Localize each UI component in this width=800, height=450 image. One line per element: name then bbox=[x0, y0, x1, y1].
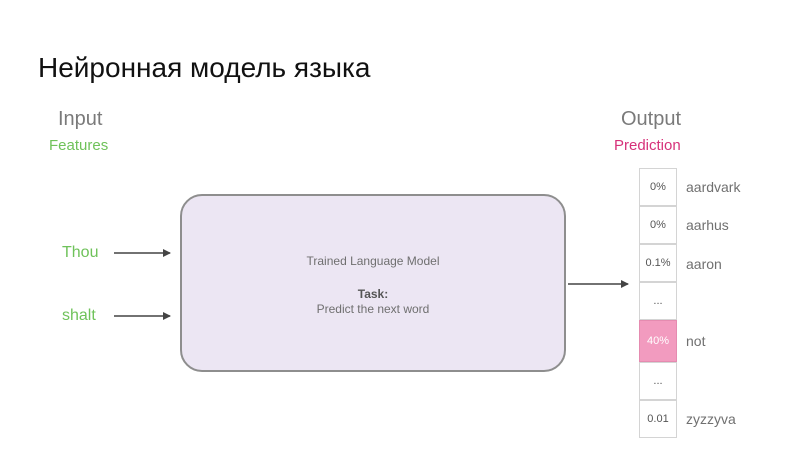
task-label: Task: bbox=[357, 287, 389, 301]
model-name: Trained Language Model bbox=[306, 254, 440, 268]
prob-cell-zyzzyva: 0.01 bbox=[639, 400, 677, 438]
language-model-box: Trained Language Model Task: Predict the… bbox=[180, 194, 566, 372]
vocab-word-aardvark: aardvark bbox=[686, 179, 741, 195]
input-word-shalt: shalt bbox=[62, 307, 96, 324]
input-heading: Input bbox=[58, 108, 103, 130]
features-label: Features bbox=[49, 137, 109, 154]
page-title: Нейронная модель языка bbox=[38, 52, 371, 83]
input-word-thou: Thou bbox=[62, 244, 99, 261]
output-heading: Output bbox=[621, 108, 682, 130]
prob-cell-ellipsis-2: ... bbox=[639, 362, 677, 400]
prob-cell-aarhus: 0% bbox=[639, 206, 677, 244]
task-text: Predict the next word bbox=[316, 302, 430, 316]
prob-cell-aaron: 0.1% bbox=[639, 244, 677, 282]
vocab-word-zyzzyva: zyzzyva bbox=[686, 411, 736, 427]
vocab-word-aarhus: aarhus bbox=[686, 217, 729, 233]
prob-cell-not: 40% bbox=[639, 320, 677, 362]
vocab-word-not: not bbox=[686, 333, 706, 349]
vocab-word-aaron: aaron bbox=[686, 256, 722, 272]
prob-cell-aardvark: 0% bbox=[639, 168, 677, 206]
prediction-label: Prediction bbox=[614, 137, 681, 154]
prob-cell-ellipsis-1: ... bbox=[639, 282, 677, 320]
